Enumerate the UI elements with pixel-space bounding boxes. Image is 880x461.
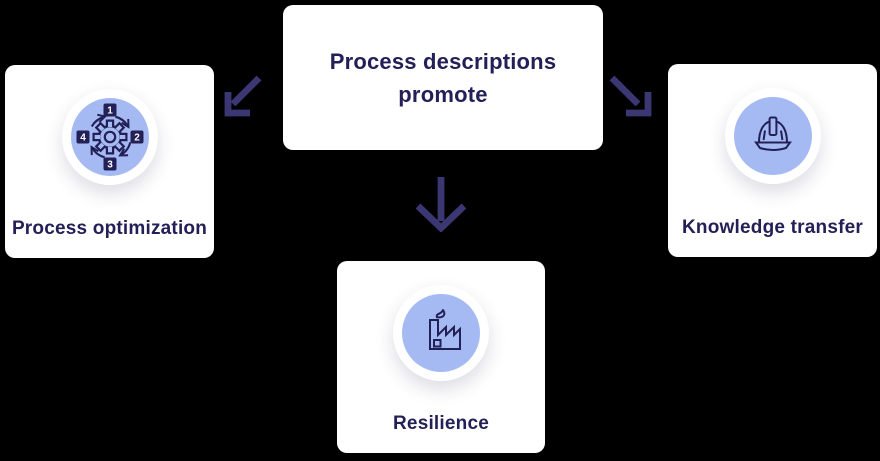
node-label-resilience: Resilience [393,413,489,434]
icon-ring [724,88,821,184]
node-card-resilience: Resilience [337,261,545,453]
icon-circle [402,294,480,372]
process-cycle-gear-icon: 1 2 3 4 [76,103,143,171]
arrow-down-right-icon [609,75,652,117]
node-card-process-optimization: 1 2 3 4 Process optimization [5,65,214,258]
root-node-card: Process descriptions promote [283,5,603,150]
arrow-down-icon [415,177,467,232]
hard-hat-icon [753,116,792,151]
icon-ring: 1 2 3 4 [61,89,158,185]
cycle-step-1: 1 [107,106,113,117]
node-card-knowledge-transfer: Knowledge transfer [668,64,877,257]
cycle-step-badges: 1 2 3 4 [76,103,143,171]
root-node-title: Process descriptions promote [329,48,557,107]
icon-circle [733,97,812,175]
arrow-down-left-icon [224,75,262,117]
factory-icon [429,309,461,350]
cycle-step-4: 4 [80,133,86,144]
node-label-knowledge-transfer: Knowledge transfer [682,217,863,238]
node-label-process-optimization: Process optimization [11,218,208,239]
cycle-step-2: 2 [134,133,140,144]
icon-circle: 1 2 3 4 [70,98,149,176]
icon-ring [393,285,489,381]
cycle-step-3: 3 [107,160,113,171]
